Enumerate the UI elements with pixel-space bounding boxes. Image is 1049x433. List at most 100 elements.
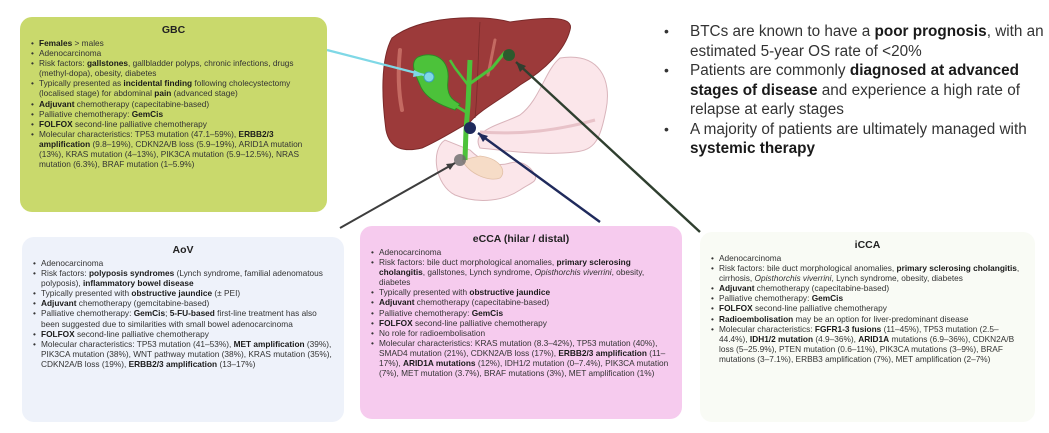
bold-text: ERBB2/3 amplification — [558, 347, 647, 358]
text: , Lynch syndrome, obesity, diabetes — [831, 273, 963, 284]
text: mutations (6.9–36%), CDKN2A/B loss (5–25… — [719, 333, 1015, 364]
liver-highlight — [396, 48, 404, 112]
text: (12%), IDH1/2 mutation (0–7.4%), PIK3CA … — [379, 358, 669, 379]
icca-list: AdenocarcinomaRisk factors: bile duct mo… — [710, 253, 1025, 364]
bullet-item: Risk factors: bile duct morphological an… — [711, 263, 1025, 284]
text: Palliative chemotherapy: — [41, 308, 134, 319]
text: Adenocarcinoma — [719, 253, 782, 263]
arrow-aov — [339, 162, 456, 229]
bold-text: pain — [154, 88, 172, 99]
text: Patients are commonly — [690, 62, 850, 79]
bile-duct — [462, 59, 473, 161]
ecca-tumour — [464, 122, 476, 134]
bold-text: FOLFOX — [39, 118, 73, 129]
text: Risk factors: — [41, 268, 89, 279]
text: Molecular characteristics: TP53 mutation… — [41, 338, 234, 349]
bold-text: FOLFOX — [719, 303, 753, 314]
bold-text: ARID1A mutations — [402, 358, 476, 369]
text: Adenocarcinoma — [379, 247, 442, 257]
bullet-item: Palliative chemotherapy: GemCis — [31, 108, 317, 119]
bold-text: diagnosed at advanced stages of disease — [690, 62, 1020, 99]
bullet-item: Adenocarcinoma — [33, 258, 334, 268]
bullet-item: Risk factors: gallstones, gallbladder po… — [31, 58, 317, 79]
bullet-item: Adjuvant chemotherapy (capecitabine-base… — [371, 297, 672, 308]
bold-text: GemCis — [131, 108, 164, 119]
text: Palliative chemotherapy: — [719, 293, 812, 304]
text: Risk factors: bile duct morphological an… — [719, 263, 897, 274]
bold-text: 5-FU-based — [169, 308, 215, 319]
bold-text: obstructive jaundice — [131, 288, 213, 299]
bullet-item: A majority of patients are ultimately ma… — [660, 120, 1045, 159]
bold-text: Radioembolisation — [719, 313, 794, 324]
bile-duct-left — [467, 51, 507, 87]
bullet-item: FOLFOX second-line palliative chemothera… — [711, 303, 1025, 314]
text: (9.8–19%), CDKN2A/B loss (5.9–19%), ARID… — [39, 138, 303, 170]
bold-text: IDH1/2 mutation — [749, 333, 814, 344]
bullet-item: FOLFOX second-line palliative chemothera… — [31, 118, 317, 129]
text: may be an option for liver-predominant d… — [793, 313, 969, 324]
text: Palliative chemotherapy: — [379, 307, 472, 318]
bold-text: Adjuvant — [719, 283, 755, 294]
bullet-item: Adjuvant chemotherapy (capecitabine-base… — [711, 283, 1025, 294]
bullet-item: Risk factors: polyposis syndromes (Lynch… — [33, 268, 334, 289]
bold-text: primary sclerosing cholangitis — [379, 257, 631, 278]
duodenum-shape — [435, 139, 537, 201]
text: , with an estimated 5-year OS rate of <2… — [690, 23, 1044, 60]
bold-text: GemCis — [471, 307, 504, 318]
text: second-line palliative chemotherapy — [72, 118, 207, 129]
ecca-box: eCCA (hilar / distal) AdenocarcinomaRisk… — [360, 226, 682, 419]
bullet-item: Palliative chemotherapy: GemCis; 5-FU-ba… — [33, 308, 334, 328]
text: Palliative chemotherapy: — [39, 108, 132, 119]
italic-text: Opisthorchis viverrini — [754, 273, 832, 284]
liver-highlight-2 — [486, 38, 497, 77]
gbc-list: Females > malesAdenocarcinomaRisk factor… — [30, 38, 317, 169]
bold-text: polyposis syndromes — [88, 268, 175, 279]
arrow-gbc-head — [413, 70, 424, 77]
pancreas-head — [461, 155, 504, 180]
text: Molecular characteristics: KRAS mutation… — [379, 337, 658, 358]
bold-text: ERBB2/3 amplification — [39, 128, 274, 149]
bold-text: MET amplification — [233, 338, 305, 349]
text: Typically presented with — [379, 287, 470, 298]
bullet-item: Risk factors: bile duct morphological an… — [371, 257, 672, 288]
text: second-line palliative chemotherapy — [412, 317, 547, 328]
text: chemotherapy (capecitabine-based) — [74, 98, 210, 109]
bold-text: primary sclerosing cholangitis — [896, 263, 1017, 274]
bold-text: FOLFOX — [379, 317, 413, 328]
text: second-line palliative chemotherapy — [74, 328, 209, 339]
text: (39%), PIK3CA mutation (38%), WNT pathwa… — [41, 338, 332, 369]
ecca-title: eCCA (hilar / distal) — [472, 233, 570, 245]
text: , obesity, diabetes — [379, 267, 645, 288]
text: Molecular characteristics: — [719, 323, 815, 334]
bold-text: inflammatory bowel disease — [82, 278, 194, 289]
text: chemotherapy (capecitabine-based) — [754, 283, 890, 294]
text: Typically presented as — [39, 78, 124, 89]
icca-tumour — [503, 49, 515, 61]
italic-text: Opisthorchis viverrini — [534, 267, 612, 278]
text: , gallbladder polyps, chronic infections… — [39, 58, 294, 79]
liver-shape — [382, 17, 571, 151]
text: chemotherapy (gemcitabine-based) — [76, 298, 210, 309]
liver-lobe-line — [474, 21, 481, 119]
gallbladder-shape — [413, 54, 461, 111]
bold-text: Adjuvant — [39, 98, 75, 109]
cystic-duct — [455, 104, 467, 114]
gbc-tumour — [423, 71, 435, 83]
stomach-shape — [477, 56, 608, 154]
text: (11–45%), TP53 mutation (2.5–44.4%), — [719, 323, 999, 344]
bold-text: Adjuvant — [379, 297, 415, 308]
arrow-ecca-head — [478, 133, 488, 142]
aov-tumour — [454, 154, 466, 166]
bold-text: ERBB2/3 amplification — [128, 358, 218, 369]
bullet-item: Adjuvant chemotherapy (capecitabine-base… — [31, 98, 317, 109]
text: (13–17%) — [217, 358, 256, 369]
icca-title: iCCA — [854, 239, 881, 251]
bullet-item: FOLFOX second-line palliative chemothera… — [371, 317, 672, 328]
bullet-item: Adenocarcinoma — [711, 253, 1025, 263]
bold-text: obstructive jaundice — [469, 287, 551, 298]
aov-box: AoV AdenocarcinomaRisk factors: polyposi… — [22, 237, 344, 422]
text: > males — [72, 38, 104, 48]
text: (Lynch syndrome, familial adenomatous po… — [41, 268, 323, 289]
text: chemotherapy (capecitabine-based) — [414, 297, 550, 308]
text: A majority of patients are ultimately ma… — [690, 120, 1027, 138]
